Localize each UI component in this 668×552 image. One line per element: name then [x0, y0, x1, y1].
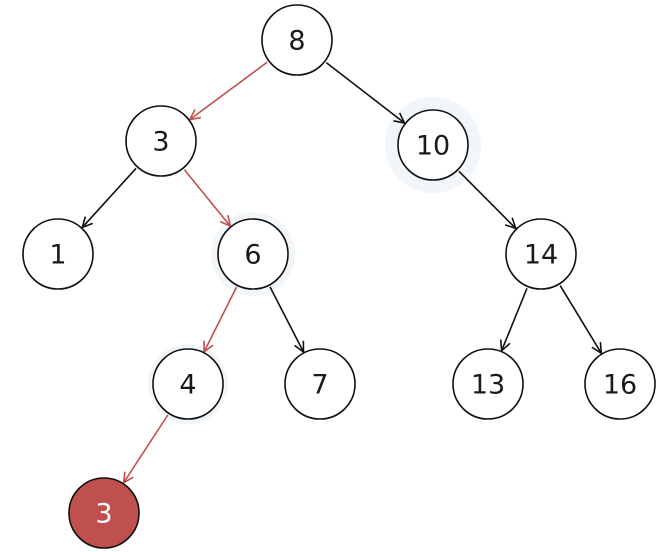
node-label: 1	[49, 240, 66, 271]
edge-n6-to-n4	[204, 286, 238, 352]
node-8: 8	[261, 4, 333, 76]
node-circle	[22, 218, 94, 290]
edge-n6-to-n7	[269, 286, 304, 352]
node-16: 16	[584, 348, 656, 420]
tree-edges	[82, 61, 601, 483]
node-label: 16	[603, 370, 637, 401]
node-circle	[125, 105, 197, 177]
node-3: 3	[125, 105, 197, 177]
edge-n10-to-n14	[458, 170, 516, 228]
node-label: 7	[311, 370, 328, 401]
node-circle	[152, 348, 224, 420]
edge-n8-to-n10	[325, 61, 404, 123]
node-label: 13	[471, 370, 505, 401]
edge-n8-to-n3	[190, 61, 268, 119]
node-1: 1	[22, 218, 94, 290]
edge-n3-to-n6	[183, 169, 230, 226]
node-circle	[584, 348, 656, 420]
node-label: 3	[95, 499, 112, 530]
node-circle	[284, 348, 356, 420]
node-label: 8	[288, 26, 305, 57]
node-4: 4	[152, 348, 224, 420]
node-6: 6	[217, 218, 289, 290]
node-10: 10	[397, 109, 469, 181]
edge-n4-to-n3new	[124, 414, 169, 483]
node-circle	[397, 109, 469, 181]
edge-n14-to-n16	[559, 285, 601, 354]
node-label: 14	[524, 240, 558, 271]
edge-n3-to-n1	[82, 167, 137, 227]
node-circle	[68, 477, 140, 549]
node-circle	[217, 218, 289, 290]
node-13: 13	[452, 348, 524, 420]
node-label: 10	[416, 131, 450, 162]
node-circle	[505, 218, 577, 290]
node-14: 14	[505, 218, 577, 290]
edge-n14-to-n13	[502, 287, 528, 350]
node-label: 4	[179, 370, 196, 401]
node-circle	[452, 348, 524, 420]
node-label: 3	[152, 127, 169, 158]
node-circle	[261, 4, 333, 76]
node-label: 6	[244, 240, 261, 271]
node-7: 7	[284, 348, 356, 420]
node-inserted-3: 3	[68, 477, 140, 549]
